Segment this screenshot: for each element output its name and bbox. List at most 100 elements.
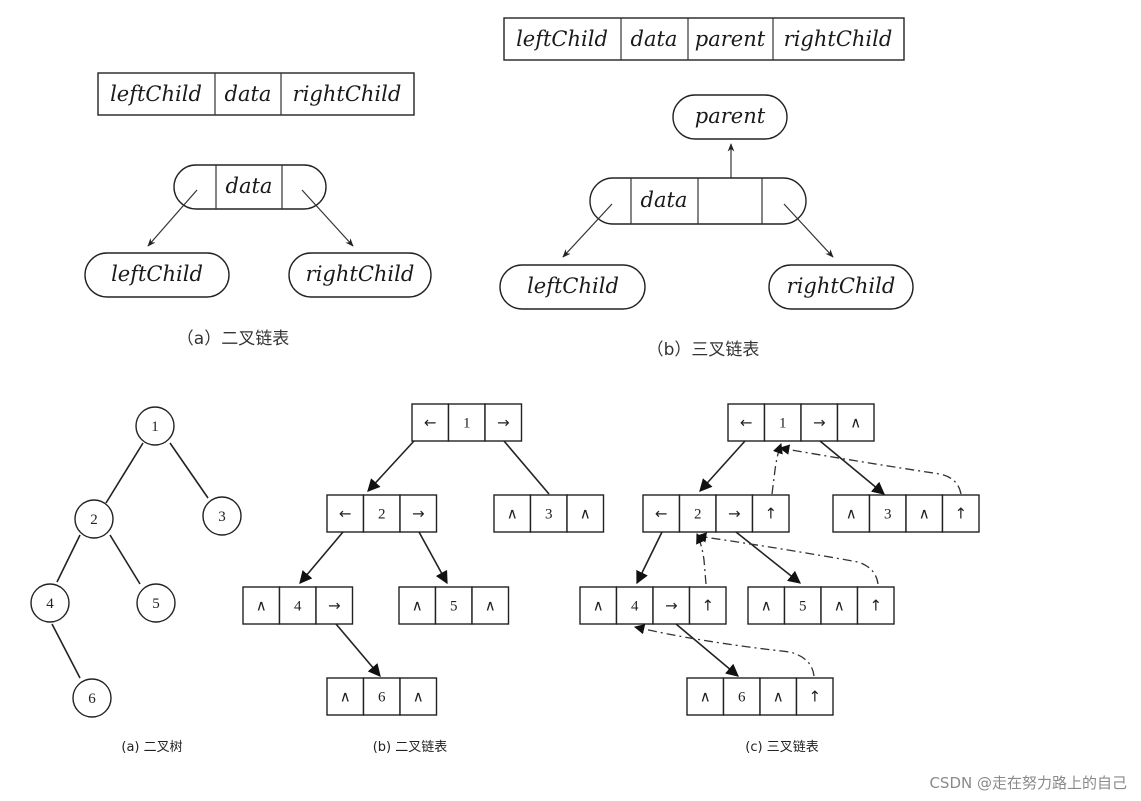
svg-text:3: 3	[218, 509, 226, 525]
caption-tree: (a) 二叉树	[121, 740, 182, 755]
cell	[751, 494, 790, 533]
cell-pointer: ∧	[761, 597, 772, 615]
cell-pointer: ←	[740, 414, 753, 432]
figure-a-struct-row: leftChild data rightChild	[97, 72, 415, 116]
cell	[529, 494, 568, 533]
cell-data: 1	[463, 416, 471, 432]
cell	[484, 403, 523, 442]
tree-node-6: 6	[72, 678, 112, 718]
cell-pointer: ↑	[954, 505, 967, 523]
node-b-leftchild-label: leftChild	[527, 274, 619, 298]
cell-data: 5	[799, 599, 807, 615]
tree-node-1: 1	[135, 406, 175, 446]
svg-text:2: 2	[90, 512, 98, 528]
arrow-b-left	[562, 203, 613, 258]
figure-a-node: data leftChild rightChild （a）二叉链表	[84, 164, 432, 349]
ternary-list-node-4: ∧ 4 → ↑	[579, 586, 727, 625]
cell-data: 4	[631, 599, 639, 615]
caption-ternary-list: (c) 三叉链表	[745, 740, 818, 755]
cell-pointer: ∧	[593, 597, 604, 615]
struct-b-field-parent: parent	[695, 27, 766, 51]
cell	[836, 403, 875, 442]
cell-pointer: →	[665, 597, 678, 615]
struct-a-field-leftchild: leftChild	[110, 82, 202, 106]
cell-pointer: ∧	[919, 505, 930, 523]
cell-pointer: ∧	[256, 597, 267, 615]
figure-b-node: parent data leftChild rightChild （b）三叉链表	[499, 94, 914, 360]
cell-pointer: ∧	[773, 688, 784, 706]
cell-pointer: ←	[655, 505, 668, 523]
binary-list-node-1: ← 1 →	[411, 403, 523, 442]
cell	[399, 494, 438, 533]
cell-pointer: ∧	[412, 597, 423, 615]
arrow-a-right	[301, 189, 354, 247]
node-a-rightchild-label: rightChild	[306, 262, 415, 286]
cell	[747, 586, 786, 625]
figure-b-struct-row: leftChild data parent rightChild	[503, 17, 905, 61]
cell-data: 1	[779, 416, 787, 432]
watermark: CSDN @走在努力路上的自己	[929, 774, 1127, 792]
struct-b-field-data: data	[631, 27, 678, 51]
cell-pointer: ∧	[507, 505, 518, 523]
binary-list-node-5: ∧5∧	[398, 586, 510, 625]
cell-pointer: ∧	[340, 688, 351, 706]
cell	[652, 586, 691, 625]
cell-pointer: ∧	[846, 505, 857, 523]
node-a-leftchild-label: leftChild	[111, 262, 203, 286]
cell-data: 2	[378, 507, 386, 523]
svg-text:1: 1	[151, 419, 159, 435]
cell-pointer: ∧	[850, 414, 861, 432]
node-a-capsule	[173, 164, 327, 210]
cell-pointer: ↑	[808, 688, 821, 706]
struct-a-field-rightchild: rightChild	[293, 82, 402, 106]
node-a-data: data	[226, 174, 273, 198]
binary-list-node-3: ∧ 3 ∧	[493, 494, 605, 533]
tree-node-5: 5	[136, 583, 176, 623]
binary-linked-list: ∧6∧∧5∧∧4→∧3∧←2→←1→ (b) 二叉链表	[242, 403, 605, 755]
cell-pointer: ↑	[869, 597, 882, 615]
cell	[566, 494, 605, 533]
svg-text:4: 4	[46, 596, 54, 612]
binary-list-node-4: ∧4→	[242, 586, 354, 625]
cell	[362, 494, 401, 533]
cell-pointer: ∧	[413, 688, 424, 706]
node-b-rightchild-label: rightChild	[787, 274, 896, 298]
struct-b-field-leftchild: leftChild	[516, 27, 608, 51]
binary-tree: 1 2 3 4 5 6 (a) 二叉树	[30, 406, 242, 755]
cell-data: 3	[545, 507, 553, 523]
binary-list-node-2: ←2→	[326, 494, 438, 533]
cell-pointer: ∧	[580, 505, 591, 523]
cell	[868, 494, 907, 533]
cell	[447, 403, 486, 442]
cell-pointer: ←	[424, 414, 437, 432]
tree-node-3: 3	[202, 496, 242, 536]
ternary-linked-list: ∧6∧↑∧5∧↑∧4→↑∧3∧↑←2→↑←1→∧ (c) 三叉链表	[579, 403, 980, 755]
tree-node-2: 2	[74, 499, 114, 539]
cell-pointer: ↑	[701, 597, 714, 615]
node-b-leftchild-capsule	[499, 264, 646, 310]
ternary-list-node-5: ∧5∧↑	[747, 586, 895, 625]
cell	[783, 586, 822, 625]
struct-b-field-rightchild: rightChild	[784, 27, 893, 51]
node-b-parent-label: parent	[695, 104, 766, 128]
arrow-b-right	[783, 203, 834, 258]
cell	[399, 677, 438, 716]
node-a-leftchild-capsule	[84, 252, 230, 298]
struct-a-frame	[97, 72, 415, 116]
caption-b: （b）三叉链表	[647, 340, 760, 360]
struct-a-field-data: data	[225, 82, 272, 106]
cell-pointer: →	[497, 414, 510, 432]
cell-data: 4	[294, 599, 302, 615]
tree-node-4: 4	[30, 583, 70, 623]
cell	[471, 586, 510, 625]
cell	[411, 403, 450, 442]
cell	[642, 494, 681, 533]
cell-data: 3	[884, 507, 892, 523]
cell-pointer: ∧	[485, 597, 496, 615]
caption-a: （a）二叉链表	[177, 329, 289, 349]
caption-binary-list: (b) 二叉链表	[373, 740, 448, 755]
cell	[941, 494, 980, 533]
cell-pointer: →	[728, 505, 741, 523]
svg-text:5: 5	[152, 596, 160, 612]
